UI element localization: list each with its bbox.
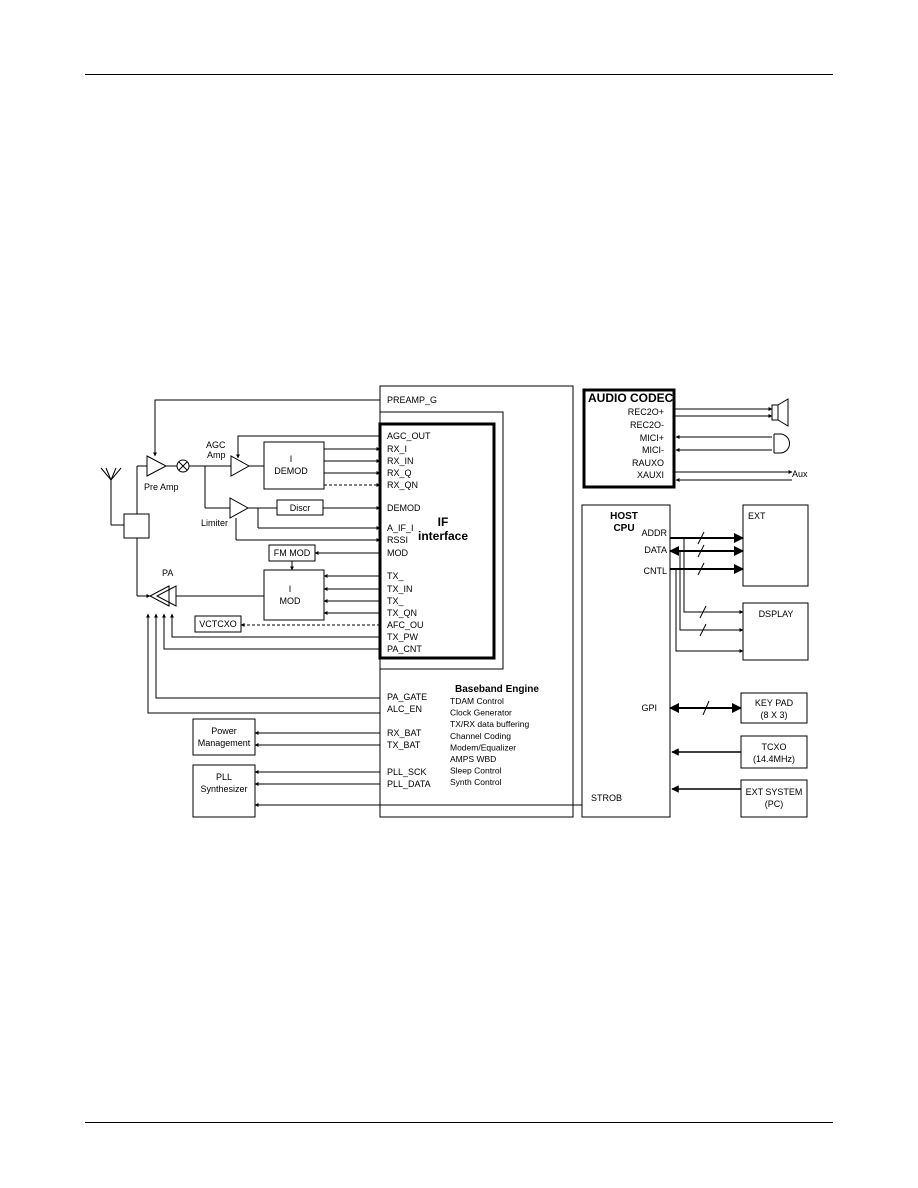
if-pin-label: DEMOD <box>387 503 421 513</box>
baseband-function: AMPS WBD <box>450 754 496 764</box>
baseband-pin-label: RX_BAT <box>387 728 422 738</box>
pa-icon <box>148 585 177 607</box>
pa-label: PA <box>162 568 173 578</box>
vctcxo-label: VCTCXO <box>199 619 237 629</box>
baseband-pin-label: PLL_DATA <box>387 779 431 789</box>
baseband-pin-label: PLL_SCK <box>387 767 427 777</box>
display-label: DSPLAY <box>759 609 794 619</box>
header-rule <box>85 74 833 75</box>
host-cpu-box <box>581 504 671 818</box>
pll-box <box>192 764 256 818</box>
mixer-icon <box>176 459 190 473</box>
pll-label-1: PLL <box>216 772 232 782</box>
audio-codec-title: AUDIO CODEC <box>588 391 674 405</box>
baseband-title: Baseband Engine <box>455 684 539 695</box>
fm-mod-label: FM MOD <box>274 548 311 558</box>
i-demod-label-1: I <box>290 454 293 464</box>
ext-system-label-1: EXT SYSTEM <box>746 787 803 797</box>
baseband-function: TDAM Control <box>450 696 504 706</box>
aux-label: Aux <box>792 469 808 479</box>
if-pin-label: TX_IN <box>387 584 413 594</box>
host-cpu-title-1: HOST <box>610 511 638 522</box>
audio-codec-pin-label: MICI- <box>642 445 664 455</box>
baseband-function: Clock Generator <box>450 708 512 718</box>
if-pin-label: PA_CNT <box>387 644 422 654</box>
i-mod-label-1: I <box>289 584 292 594</box>
if-pin-label: MOD <box>387 548 408 558</box>
preamp-g-pin: PREAMP_G <box>387 395 437 405</box>
if-pin-label: RX_I <box>387 444 407 454</box>
audio-codec-pin-label: REC2O+ <box>628 407 664 417</box>
tcxo-label-1: TCXO <box>761 742 786 752</box>
limiter-icon <box>229 497 250 519</box>
if-title-2: interface <box>418 529 468 543</box>
tcxo-label-2: (14.4MHz) <box>753 754 795 764</box>
audio-codec-box <box>582 388 676 489</box>
power-label-1: Power <box>211 726 237 736</box>
if-pin-label: AGC_OUT <box>387 431 431 441</box>
baseband-function: Sleep Control <box>450 766 502 776</box>
ext-box <box>742 504 809 587</box>
audio-codec-pin-label: XAUXI <box>637 470 664 480</box>
i-mod-label-2: MOD <box>280 596 301 606</box>
if-pin-label: A_IF_I <box>387 523 414 533</box>
if-pin-label: RSSI <box>387 535 408 545</box>
audio-codec-pin-label: MICI+ <box>640 433 664 443</box>
i-mod-box <box>263 569 325 621</box>
pre-amp-icon <box>146 455 168 477</box>
baseband-function: Modem/Equalizer <box>450 742 516 752</box>
agc-label: AGC <box>206 440 226 450</box>
if-pin-label: TX_PW <box>387 632 419 642</box>
microphone-icon <box>773 433 790 454</box>
audio-codec-pin-label: RAUXO <box>632 458 664 468</box>
if-pin-label: TX_ <box>387 596 405 606</box>
if-pin-list: AGC_OUT RX_I RX_IN RX_Q RX_QN DEMOD A_IF_I RSSI… <box>387 431 431 654</box>
baseband-pin-label: ALC_EN <box>387 704 422 714</box>
baseband-function: Synth Control <box>450 777 502 787</box>
if-outer-outline <box>380 411 504 670</box>
if-pin-label: RX_Q <box>387 468 412 478</box>
speaker-icon <box>771 398 789 427</box>
baseband-pin-label: PA_GATE <box>387 692 427 702</box>
audio-codec-pin-label: REC2O- <box>630 420 664 430</box>
audio-codec-pin-list: REC2O+ REC2O- MICI+ MICI- RAUXO XAUXI <box>628 407 664 480</box>
ext-system-label-2: (PC) <box>765 799 784 809</box>
antenna-icon <box>100 467 124 526</box>
if-pin-label: TX_ <box>387 571 405 581</box>
gpi-pin: GPI <box>641 703 657 713</box>
keypad-label-1: KEY PAD <box>755 698 794 708</box>
baseband-function: Channel Coding <box>450 731 511 741</box>
cntl-pin: CNTL <box>643 566 667 576</box>
if-pin-label: RX_QN <box>387 480 418 490</box>
power-mgmt-box <box>192 718 256 756</box>
if-pin-label: TX_QN <box>387 608 417 618</box>
discr-label: Discr <box>290 503 311 513</box>
baseband-pin-list: PA_GATE ALC_EN RX_BAT TX_BAT PLL_SCK PLL_DATA <box>387 692 431 789</box>
i-demod-label-2: DEMOD <box>274 466 308 476</box>
data-pin: DATA <box>644 545 667 555</box>
amp-label: Amp <box>207 450 226 460</box>
baseband-function: TX/RX data buffering <box>450 719 529 729</box>
ext-label: EXT <box>748 511 766 521</box>
agc-amp-icon <box>230 455 251 477</box>
if-pin-label: RX_IN <box>387 456 414 466</box>
if-pin-label: AFC_OU <box>387 620 424 630</box>
duplexer-box <box>123 513 150 539</box>
pll-label-2: Synthesizer <box>200 784 247 794</box>
pre-amp-label: Pre Amp <box>144 482 179 492</box>
host-cpu-title-2: CPU <box>613 523 634 534</box>
strob-pin: STROB <box>591 793 622 803</box>
footer-rule <box>85 1122 833 1123</box>
ext-system-box <box>740 779 808 818</box>
keypad-label-2: (8 X 3) <box>760 710 787 720</box>
limiter-label: Limiter <box>201 518 228 528</box>
if-title-1: IF <box>438 515 449 529</box>
power-label-2: Management <box>198 738 251 748</box>
addr-pin: ADDR <box>641 528 667 538</box>
baseband-pin-label: TX_BAT <box>387 740 421 750</box>
